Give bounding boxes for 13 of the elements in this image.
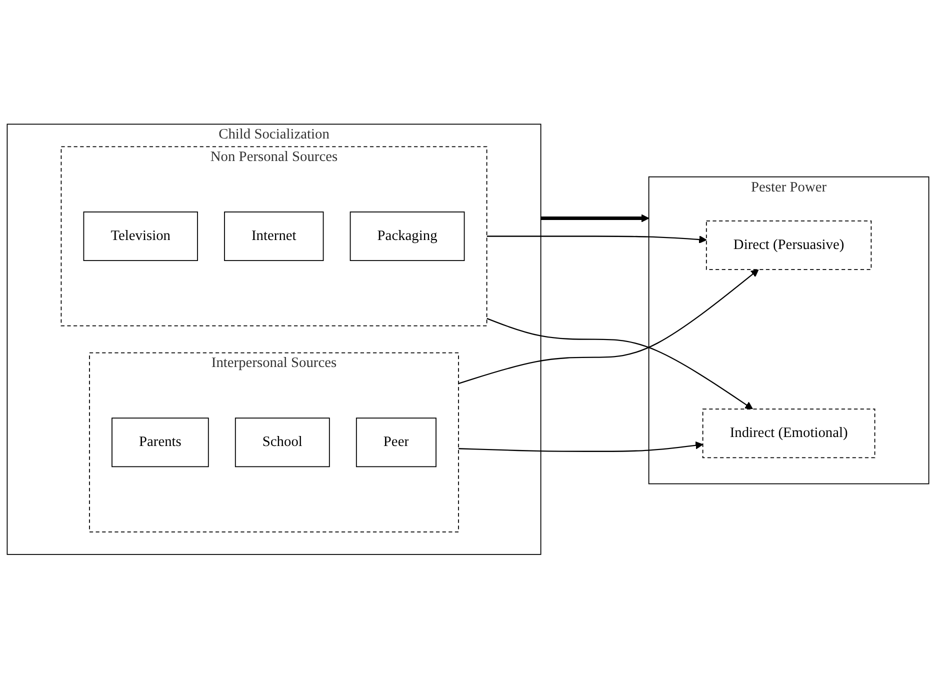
node-box: Peer [356,418,436,468]
node-box: Internet [224,212,324,262]
node-box: Direct (Persuasive) [706,220,872,270]
node-box: Television [83,212,198,262]
arrow [458,269,759,384]
node-box: Parents [112,418,209,468]
arrow [486,318,753,410]
node-box: School [234,418,330,468]
node-box: Indirect (Emotional) [702,408,876,458]
arrow [486,236,707,244]
arrow [458,442,704,452]
arrow [540,214,650,222]
node-box: Packaging [350,212,465,262]
